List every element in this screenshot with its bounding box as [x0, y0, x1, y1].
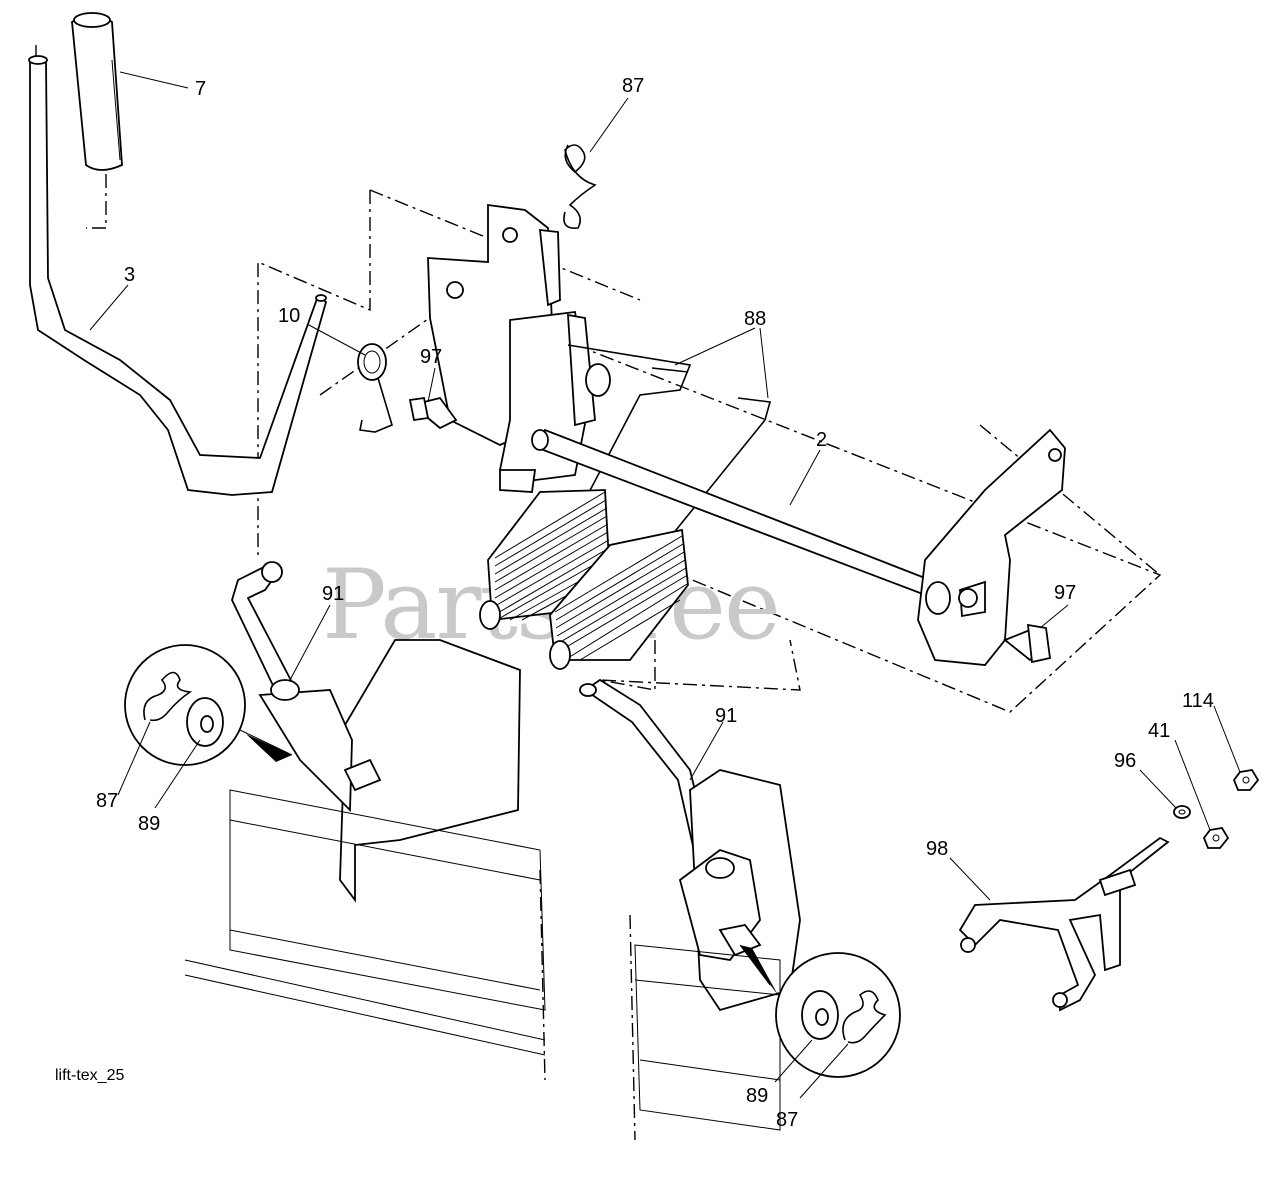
- callout-98: 98: [926, 838, 948, 860]
- mounting-bracket[interactable]: [427, 203, 611, 493]
- hairpin-clip-part-87[interactable]: [563, 144, 597, 229]
- side-mount-plate-right[interactable]: [678, 769, 801, 1012]
- detail-inset-left: [124, 644, 293, 766]
- callout-87-right: 87: [776, 1109, 798, 1131]
- torsion-spring-part-10[interactable]: [357, 343, 393, 433]
- callout-97-right: 97: [1054, 582, 1076, 604]
- callout-96: 96: [1114, 750, 1136, 772]
- lift-lever-part-3[interactable]: [28, 55, 328, 496]
- callout-89-right: 89: [746, 1085, 768, 1107]
- extension-spring-right[interactable]: [549, 528, 689, 670]
- callout-41: 41: [1148, 720, 1170, 742]
- callout-2: 2: [816, 429, 827, 451]
- hex-nut-part-114[interactable]: [1232, 769, 1260, 791]
- callout-89-left: 89: [138, 813, 160, 835]
- side-mount-plate-left[interactable]: [258, 639, 521, 903]
- callout-114: 114: [1182, 690, 1214, 712]
- callout-labels: 7 87 3 10 97 88 2 97 91 87 89 91 114 41 …: [96, 75, 1214, 1131]
- callout-87-left: 87: [96, 790, 118, 812]
- callout-3: 3: [124, 264, 135, 286]
- callout-88: 88: [744, 308, 766, 330]
- spring-links-part-88[interactable]: [567, 344, 772, 536]
- callout-10: 10: [278, 305, 300, 327]
- callout-97-left: 97: [420, 346, 442, 368]
- callout-91-left: 91: [322, 583, 344, 605]
- lock-nut-part-41[interactable]: [1202, 827, 1230, 849]
- link-rod-part-91-left[interactable]: [231, 561, 298, 702]
- mower-deck-right: [634, 944, 781, 1131]
- bolt-part-97-left[interactable]: [408, 396, 458, 430]
- bolt-part-97-right[interactable]: [1003, 623, 1052, 664]
- handle-grip-part-7[interactable]: [71, 12, 123, 171]
- washer-part-96[interactable]: [1173, 805, 1191, 819]
- mower-deck-left: [184, 789, 546, 1056]
- front-lift-bracket-part-98[interactable]: [958, 836, 1170, 1012]
- callout-91-right: 91: [715, 705, 737, 727]
- lift-arm-bracket-right[interactable]: [917, 428, 1066, 666]
- callout-87-top: 87: [622, 75, 644, 97]
- diagram-code: lift-tex_25: [55, 1067, 124, 1084]
- callout-7: 7: [195, 78, 206, 100]
- leader-lines: [89, 71, 1241, 1099]
